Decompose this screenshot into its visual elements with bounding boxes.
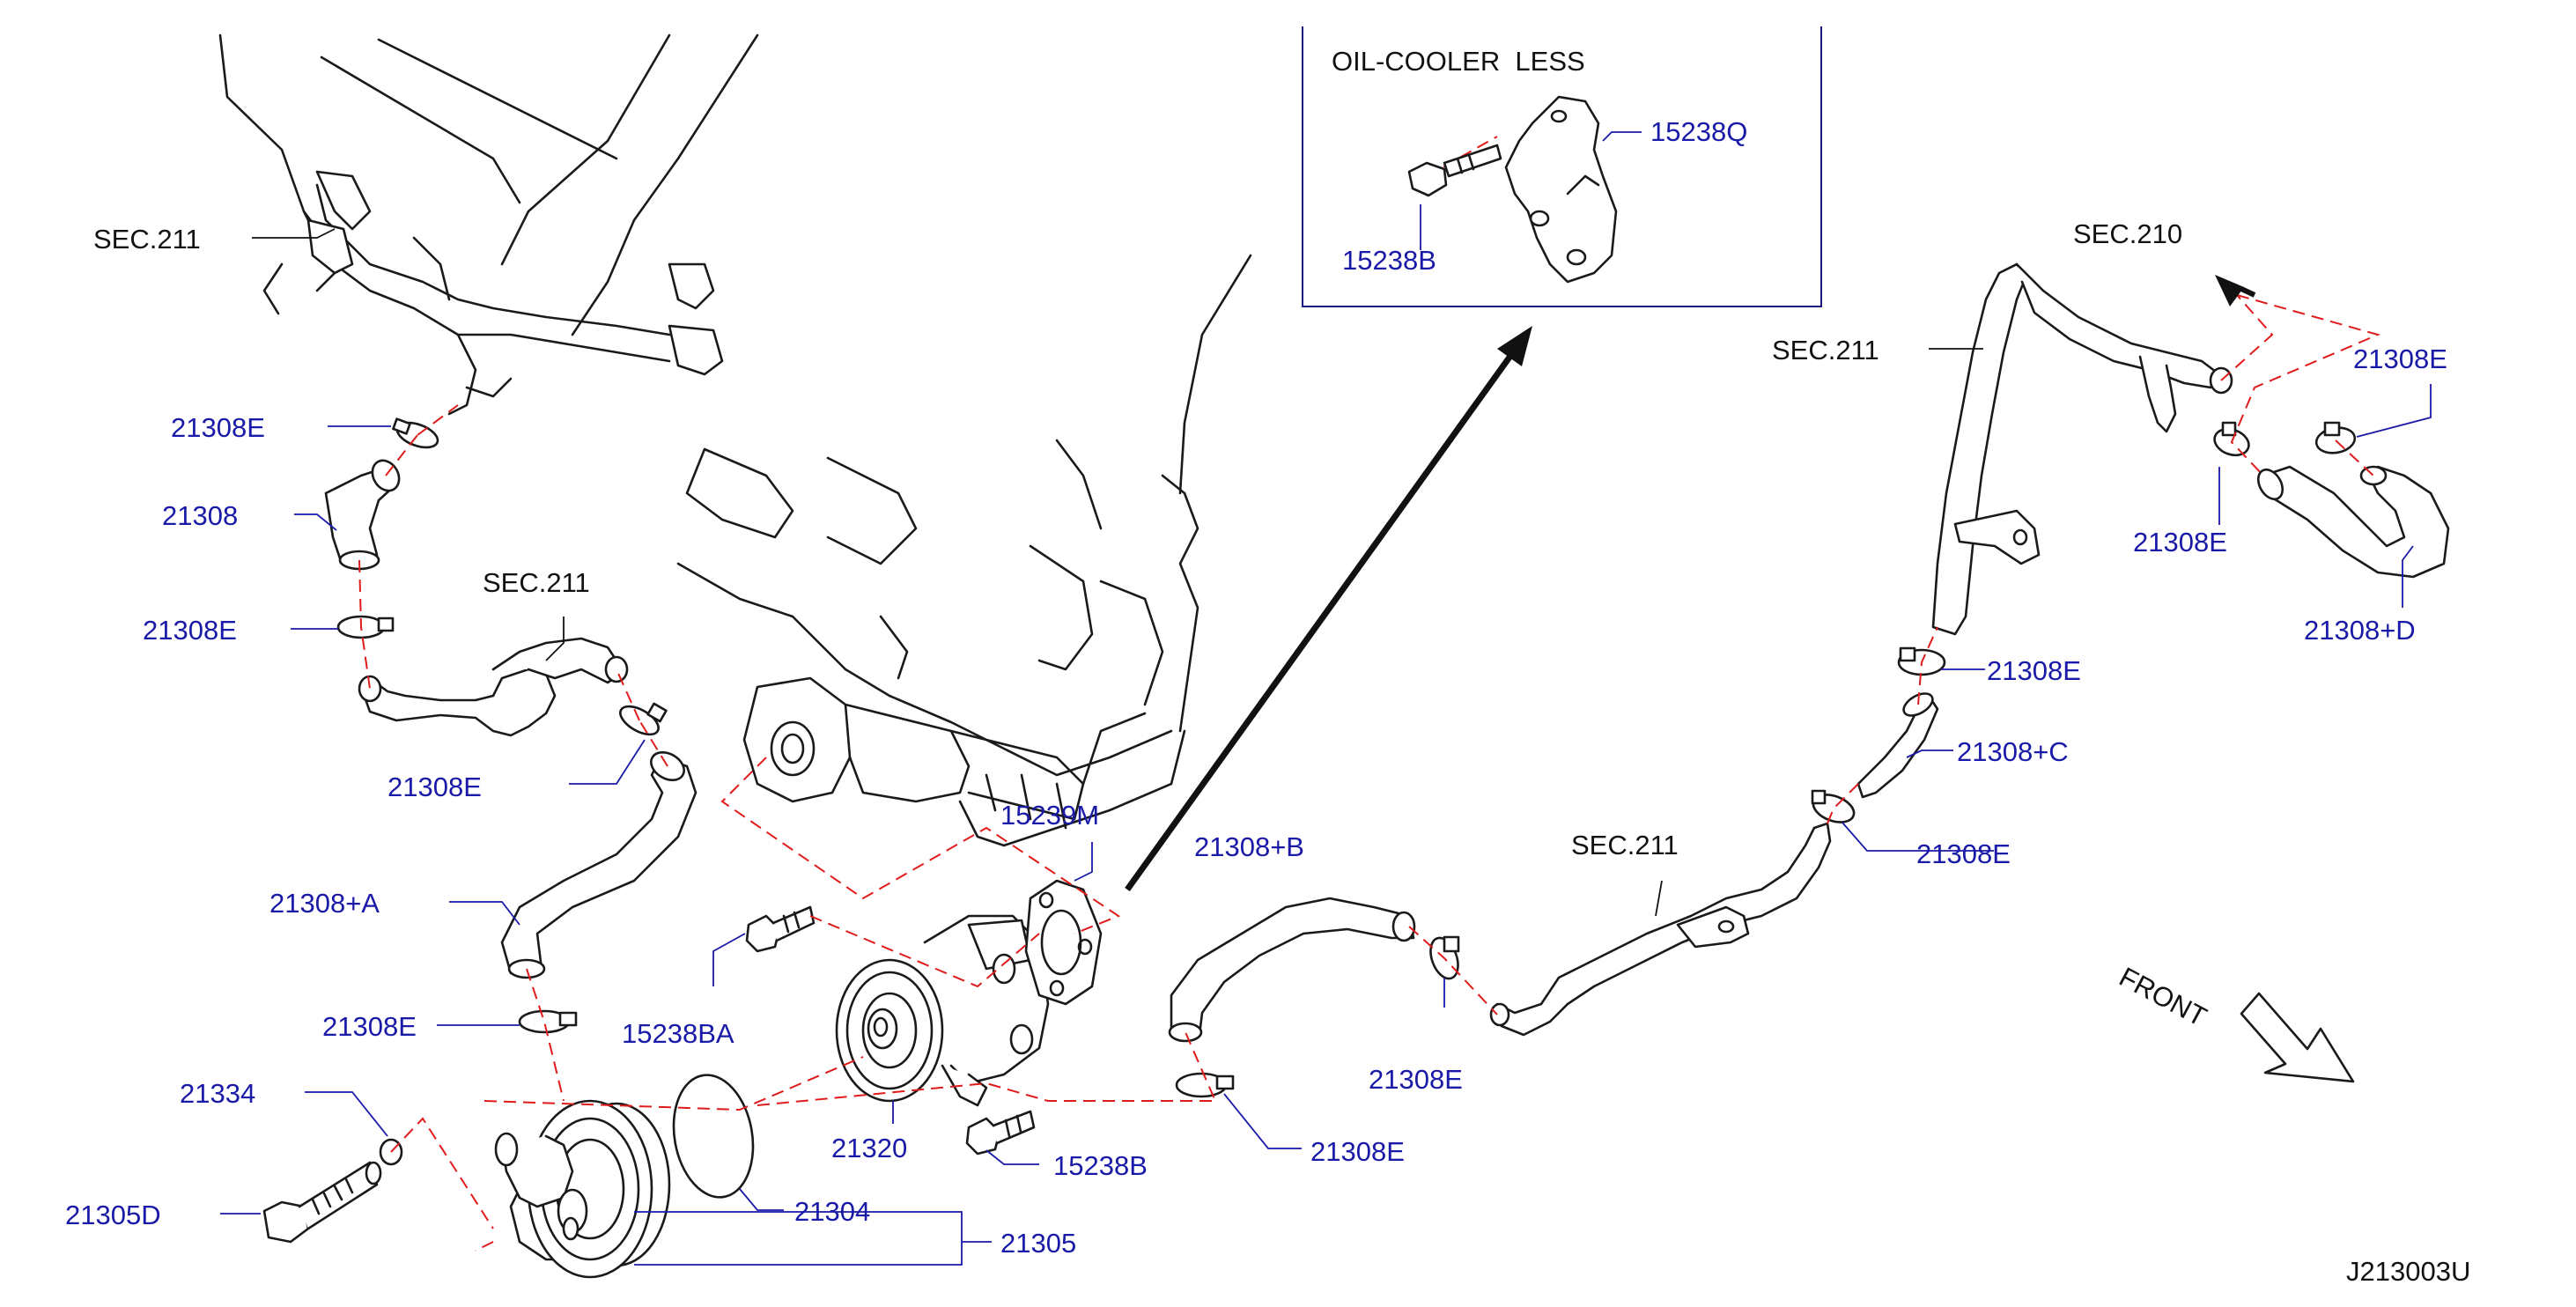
gasket-15239M [1024, 879, 1103, 1006]
label-21308E-4: 21308E [322, 1011, 417, 1042]
label-sec-210: SEC.210 [2073, 218, 2182, 249]
label-21308-C: 21308+C [1957, 736, 2069, 767]
label-21304: 21304 [794, 1196, 870, 1227]
label-15238BA: 15238BA [622, 1018, 734, 1049]
label-21308E-5: 21308E [1369, 1064, 1463, 1095]
section-labels: SEC.211 SEC.211 SEC.211 SEC.211 SEC.210 [93, 218, 2182, 860]
label-15238B: 15238B [1053, 1150, 1148, 1181]
oil-cooler-less-inset [1302, 26, 1822, 307]
hose-clamp-21308E-3 [619, 702, 668, 736]
front-label: FRONT [2115, 961, 2212, 1032]
assembly-alignment-lines [358, 294, 2380, 1252]
label-sec-211-b: SEC.211 [483, 567, 590, 598]
hose-clamp-21308E-4 [518, 1009, 578, 1034]
label-sec-211-c: SEC.211 [1571, 830, 1679, 860]
hose-21308-B [1168, 897, 1416, 1043]
label-15238B-inset: 15238B [1342, 245, 1436, 276]
label-21308-D: 21308+D [2304, 615, 2416, 646]
upper-water-pipe [302, 170, 724, 416]
label-21308E-1: 21308E [171, 412, 265, 443]
label-21308E-8: 21308E [1987, 655, 2081, 686]
label-15238Q: 15238Q [1650, 116, 1747, 147]
hose-21308-D [2256, 465, 2450, 579]
bypass-pipe [358, 637, 629, 737]
label-15239M: 15239M [1000, 800, 1099, 831]
label-21308E-10: 21308E [2133, 527, 2227, 558]
label-21308E-2: 21308E [143, 615, 237, 646]
inset-title: OIL-COOLER LESS [1332, 46, 1585, 77]
hose-clamp-21308E-6 [1175, 1072, 1235, 1098]
sec-210-direction-arrow [2215, 275, 2256, 306]
label-21308E-3: 21308E [388, 772, 482, 802]
hose-clamp-21308E-9 [2314, 421, 2357, 454]
label-21334: 21334 [180, 1078, 255, 1109]
oil-cooler-21305 [494, 1099, 671, 1279]
label-21308-A: 21308+A [269, 888, 380, 919]
long-right-pipe [1931, 262, 2233, 636]
leader-lines [220, 131, 2432, 1266]
front-direction-arrow [2240, 992, 2355, 1083]
hose-clamp-21308E-7 [1811, 789, 1856, 823]
inset-labels: OIL-COOLER LESS 15238Q 15238B [1332, 46, 1747, 276]
label-21308-B: 21308+B [1194, 831, 1304, 862]
bolt-15238B [965, 1110, 1036, 1156]
label-21320: 21320 [831, 1133, 907, 1163]
inset-pointer-arrow [1125, 326, 1532, 892]
bolt-15238BA [745, 905, 816, 953]
label-21305D: 21305D [65, 1200, 161, 1230]
hose-21308-A [500, 750, 698, 979]
label-21308E-9: 21308E [2353, 343, 2447, 374]
label-21305: 21305 [1000, 1228, 1076, 1259]
engine-block-illustration [218, 33, 1252, 847]
label-sec-211-a: SEC.211 [93, 224, 201, 255]
label-21308: 21308 [162, 500, 238, 531]
hose-clamp-21308E-2 [336, 615, 395, 639]
gasket-21304 [672, 1074, 755, 1199]
hose-21308-C [1856, 692, 1939, 799]
label-21308E-7: 21308E [1916, 838, 2011, 869]
water-pump-21320 [835, 914, 1050, 1107]
part-labels: 21308E 21308 21308E 21308E 21308+A 21308… [65, 343, 2447, 1259]
diagram-id: J213003U [2346, 1256, 2470, 1287]
label-21308E-6: 21308E [1310, 1136, 1405, 1167]
label-sec-211-d: SEC.211 [1772, 335, 1879, 366]
hose-21308 [324, 459, 401, 571]
bolt-21305D [262, 1161, 382, 1244]
